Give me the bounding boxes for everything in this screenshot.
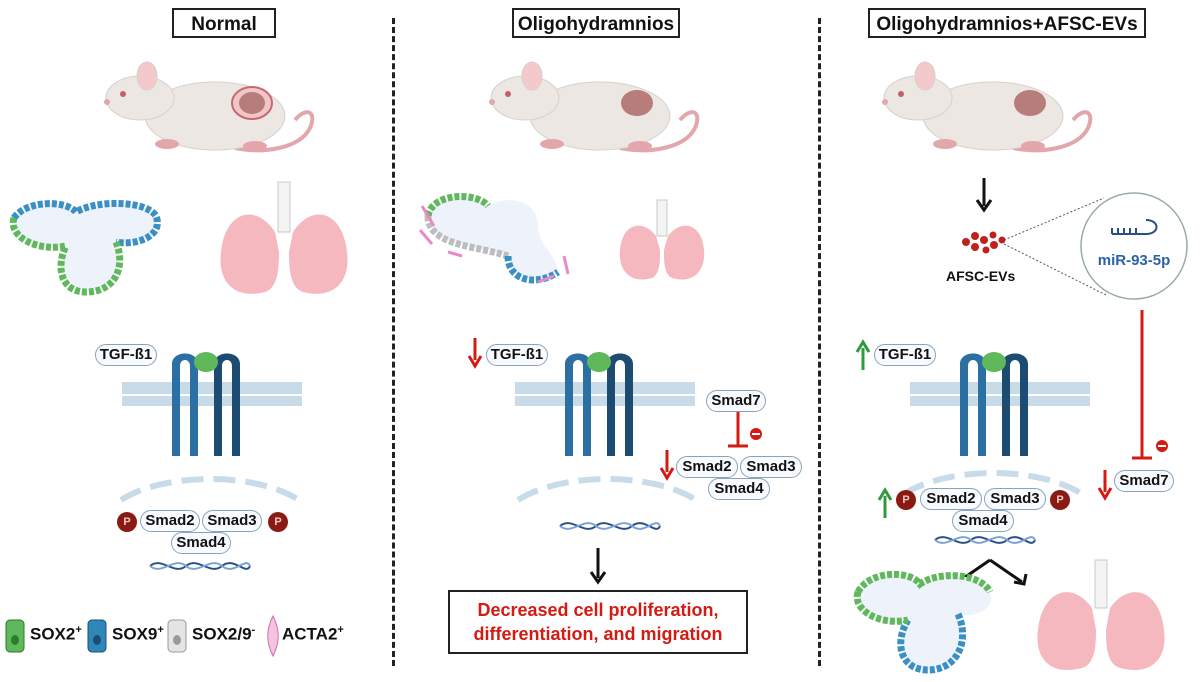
lungs-illustration-normal (220, 181, 348, 294)
tgf-label-evs: TGF-ß1 (874, 344, 936, 366)
smad7-label-oligo: Smad7 (706, 390, 766, 412)
dna-illustration-evs (934, 536, 1036, 544)
alveolus-illustration-normal (9, 200, 161, 296)
legend-sox9-label: SOX9+ (112, 624, 164, 644)
smad2-label-oligo: Smad2 (676, 456, 738, 478)
legend-acta2-label: ACTA2+ (282, 624, 344, 644)
nuclear-envelope-oligo (516, 476, 698, 503)
nuclear-envelope-normal (119, 476, 301, 503)
inhibit-line-mirna-smad7 (1132, 310, 1168, 460)
phosphate-left-normal: P (117, 512, 137, 532)
tgf-receptor-normal (122, 352, 302, 456)
mirna-label: miR-93-5p (1097, 252, 1171, 269)
alveolus-illustration-oligo (418, 193, 570, 284)
mouse-illustration-normal (104, 61, 315, 153)
panel-divider-left (392, 18, 395, 666)
smad4-label-evs: Smad4 (952, 510, 1014, 532)
legend-acta2-icon (267, 614, 279, 658)
arrow-up-smad-evs (877, 487, 893, 518)
outcome-line2: differentiation, and migration (473, 624, 723, 644)
smad4-label-normal: Smad4 (171, 532, 231, 554)
phosphate-left-evs: P (896, 490, 916, 510)
arrow-up-tgf-evs (855, 339, 871, 370)
smad7-label-evs: Smad7 (1114, 470, 1174, 492)
legend-sox2-icon (5, 619, 25, 653)
mirna-circle (1080, 192, 1188, 300)
smad3-label-evs: Smad3 (984, 488, 1046, 510)
lungs-illustration-evs (1037, 559, 1165, 671)
smad2-label-evs: Smad2 (920, 488, 982, 510)
panel-title-evs: Oligohydramnios+AFSC-EVs (868, 8, 1146, 38)
zoom-lines-evs (1003, 197, 1109, 297)
nuclear-envelope-evs (902, 470, 1084, 497)
tgf-label-normal: TGF-ß1 (95, 344, 157, 366)
arrow-down-smad-oligo (659, 450, 675, 481)
legend-sox2-9-neg-icon (167, 619, 187, 653)
afsc-evs-cluster-icon (962, 231, 1006, 254)
outcome-box-oligo: Decreased cell proliferation, differenti… (448, 590, 748, 654)
legend-sox2-label: SOX2+ (30, 624, 82, 644)
phosphate-right-normal: P (268, 512, 288, 532)
tgf-label-oligo: TGF-ß1 (486, 344, 548, 366)
arrow-down-outcome-oligo (589, 548, 607, 585)
alveolus-illustration-evs (853, 570, 994, 674)
arrow-down-tgf-oligo (467, 338, 483, 369)
inhibit-smad7-oligo (728, 410, 762, 448)
tgf-receptor-evs (910, 352, 1090, 456)
panel-title-normal: Normal (172, 8, 276, 38)
mouse-illustration-evs (882, 61, 1093, 153)
panel-divider-right (818, 18, 821, 666)
mouse-illustration-oligo (489, 61, 700, 153)
smad2-label-normal: Smad2 (140, 510, 200, 532)
legend-sox9-icon (87, 619, 107, 653)
smad4-label-oligo: Smad4 (708, 478, 770, 500)
arrow-down-evs-injection (975, 178, 993, 213)
legend-sox2-9-neg-label: SOX2/9- (192, 624, 256, 644)
tgf-receptor-oligo (515, 352, 695, 456)
panel-title-oligo: Oligohydramnios (512, 8, 680, 38)
dna-illustration-oligo (559, 522, 661, 530)
arrow-down-smad7-evs (1097, 470, 1113, 501)
lungs-illustration-oligo (619, 199, 705, 280)
afsc-evs-label: AFSC-EVs (946, 268, 1016, 284)
phosphate-right-evs: P (1050, 490, 1070, 510)
dna-illustration-normal (149, 562, 251, 570)
smad3-label-oligo: Smad3 (740, 456, 802, 478)
outcome-line1: Decreased cell proliferation, (477, 600, 719, 620)
smad3-label-normal: Smad3 (202, 510, 262, 532)
